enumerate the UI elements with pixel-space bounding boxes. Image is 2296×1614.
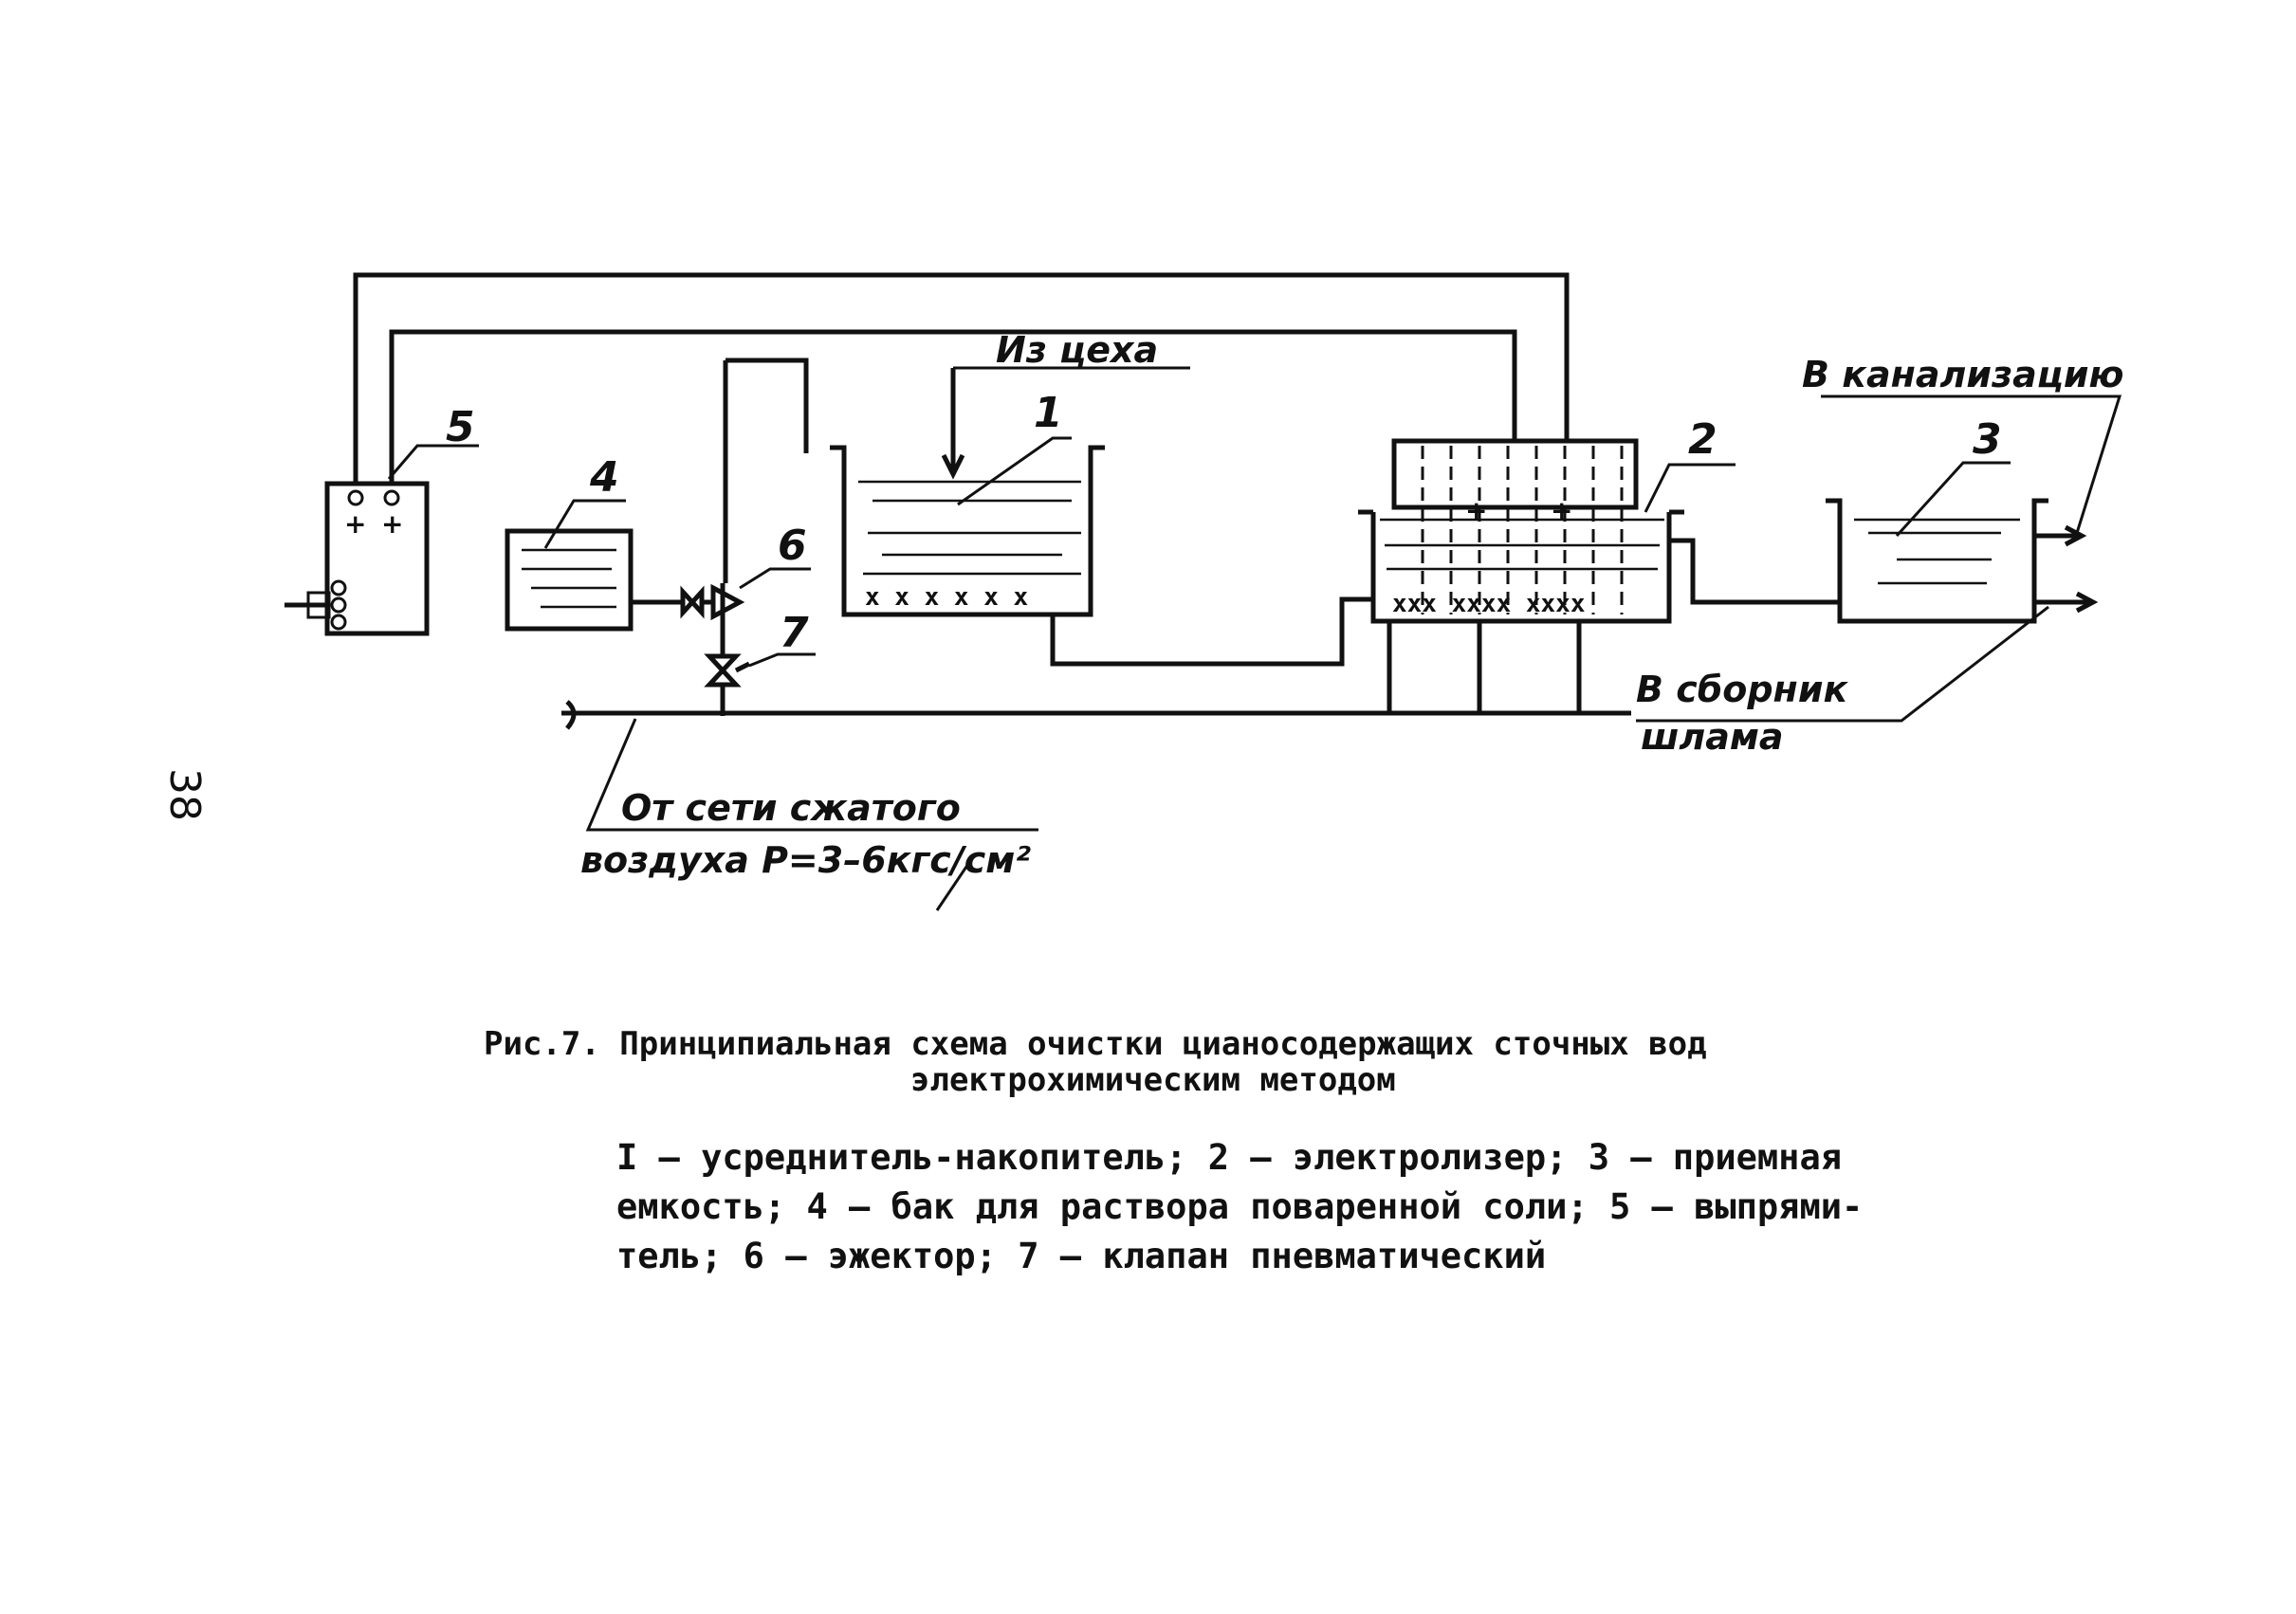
- to-sewer-label: В канализацию: [1802, 354, 2123, 395]
- air-source-label-2: воздуха Р=3–6кгс/см²: [580, 839, 1031, 881]
- legend-line-3: тель; 6 – эжектор; 7 – клапан пневматиче…: [616, 1236, 1547, 1276]
- svg-text:+: +: [1465, 495, 1487, 526]
- from-workshop-label: Из цеха: [996, 329, 1158, 371]
- label-1: 1: [1034, 389, 1063, 437]
- svg-text:+: +: [381, 508, 403, 540]
- svg-text:+: +: [344, 508, 366, 540]
- svg-text:xxx xxxx xxxx: xxx xxxx xxxx: [1392, 590, 1586, 618]
- to-sludge-label-2: шлама: [1641, 716, 1784, 758]
- brine-valve: [680, 585, 713, 619]
- label-2: 2: [1688, 415, 1717, 464]
- compressed-air-line: От сети сжатого воздуха Р=3–6кгс/см²: [561, 700, 1631, 911]
- electrolyzer-2: + + xxx xxxx xxxx 2: [1358, 415, 1840, 713]
- label-3: 3: [1973, 415, 2002, 464]
- caption-title-line-2: электрохимическим методом: [910, 1061, 1396, 1099]
- pneumatic-valve-7: 7: [704, 609, 816, 716]
- to-sludge-label-1: В сборник: [1636, 669, 1848, 710]
- ejector-6: 6: [710, 358, 811, 621]
- brine-tank-4: 4: [505, 453, 683, 632]
- figure-caption: Рис.7. Принципиальная схема очистки циан…: [484, 1026, 1859, 1098]
- receiving-tank-3: 3 В канализацию В сборник шлама: [1636, 354, 2123, 758]
- label-6: 6: [778, 522, 807, 570]
- label-7: 7: [780, 609, 809, 657]
- label-4: 4: [589, 453, 619, 502]
- page-number: 38: [160, 768, 209, 821]
- rectifier-5: + + 5: [285, 403, 479, 636]
- figure-legend: I – усреднитель-накопитель; 2 – электрол…: [616, 1133, 1944, 1281]
- caption-title-line-1: Рис.7. Принципиальная схема очистки циан…: [484, 1025, 1707, 1063]
- svg-text:x x x x x x: x x x x x x: [865, 583, 1028, 612]
- legend-line-2: емкость; 4 – бак для раствора поваренной…: [616, 1186, 1864, 1227]
- equalizer-tank-1: x x x x x x Из цеха 1: [830, 329, 1373, 667]
- svg-text:+: +: [1551, 495, 1572, 526]
- air-source-label-1: От сети сжатого: [621, 787, 961, 829]
- label-5: 5: [446, 403, 475, 451]
- power-cables: [353, 272, 1570, 486]
- legend-line-1: I – усреднитель-накопитель; 2 – электрол…: [616, 1137, 1843, 1178]
